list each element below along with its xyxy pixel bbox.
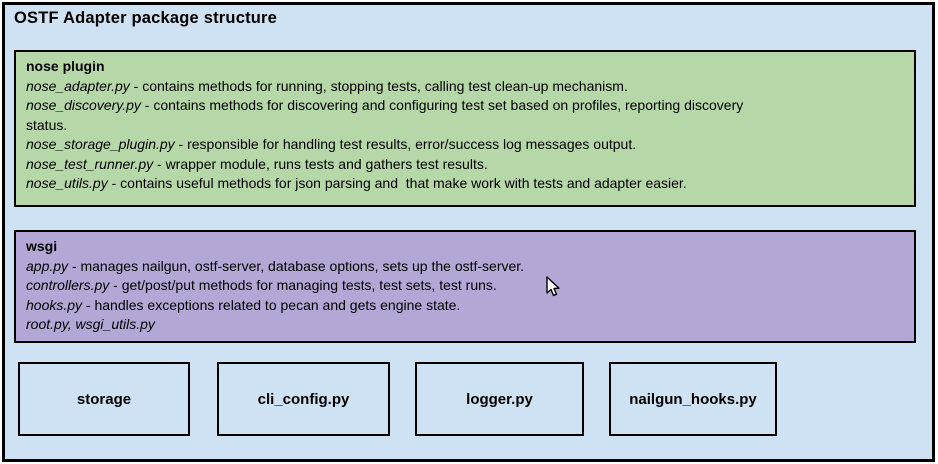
wsgi-line: hooks.py - handles exceptions related to… xyxy=(26,296,904,316)
file-desc: - contains methods for discovering and c… xyxy=(140,97,744,113)
file-name: nose_storage_plugin.py xyxy=(26,136,175,152)
file-name: hooks.py xyxy=(26,296,83,313)
nose-plugin-line: nose_utils.py - contains useful methods … xyxy=(26,174,904,194)
file-name: root.py, wsgi_utils.py xyxy=(26,316,155,332)
page-title: OSTF Adapter package structure xyxy=(14,9,278,27)
wsgi-header: wsgi xyxy=(26,238,58,254)
module-box-label: cli_config.py xyxy=(257,390,350,408)
file-desc: - wrapper module, runs tests and gathers… xyxy=(153,155,488,172)
wsgi-panel: wsgi app.py - manages nailgun, ostf-serv… xyxy=(14,230,916,343)
file-name: nose_discovery.py xyxy=(26,97,141,113)
wsgi-line: controllers.py - get/post/put methods fo… xyxy=(26,276,904,296)
file-desc: - get/post/put methods for managing test… xyxy=(109,277,497,293)
file-desc: - contains useful methods for json parsi… xyxy=(107,175,687,191)
nose-plugin-panel: nose plugin nose_adapter.py - contains m… xyxy=(14,50,916,207)
file-name: app.py xyxy=(26,257,69,274)
module-box-label: storage xyxy=(76,390,132,408)
file-desc: - contains methods for running, stopping… xyxy=(129,77,628,94)
file-name: controllers.py xyxy=(26,277,110,293)
module-box-nailgun-hooks: nailgun_hooks.py xyxy=(609,362,777,436)
module-box-label: nailgun_hooks.py xyxy=(629,390,757,408)
module-box-logger: logger.py xyxy=(415,362,584,436)
file-desc: - responsible for handling test results,… xyxy=(174,136,637,152)
wsgi-line: app.py - manages nailgun, ostf-server, d… xyxy=(26,257,904,277)
module-box-cli-config: cli_config.py xyxy=(217,362,390,436)
module-box-storage: storage xyxy=(18,362,190,436)
nose-plugin-line: nose_discovery.py - contains methods for… xyxy=(26,96,904,135)
file-desc-wrap: status. xyxy=(26,116,68,133)
file-desc: - handles exceptions related to pecan an… xyxy=(82,296,461,313)
nose-plugin-line: nose_adapter.py - contains methods for r… xyxy=(26,77,904,97)
nose-plugin-header: nose plugin xyxy=(26,58,105,74)
file-name: nose_test_runner.py xyxy=(26,155,154,172)
file-name: nose_utils.py xyxy=(26,175,108,191)
nose-plugin-line: nose_test_runner.py - wrapper module, ru… xyxy=(26,155,904,175)
nose-plugin-line: nose_storage_plugin.py - responsible for… xyxy=(26,135,904,155)
file-desc: - manages nailgun, ostf-server, database… xyxy=(68,257,525,274)
file-name: nose_adapter.py xyxy=(26,77,130,94)
wsgi-line: root.py, wsgi_utils.py xyxy=(26,315,904,335)
module-box-label: logger.py xyxy=(466,390,533,408)
